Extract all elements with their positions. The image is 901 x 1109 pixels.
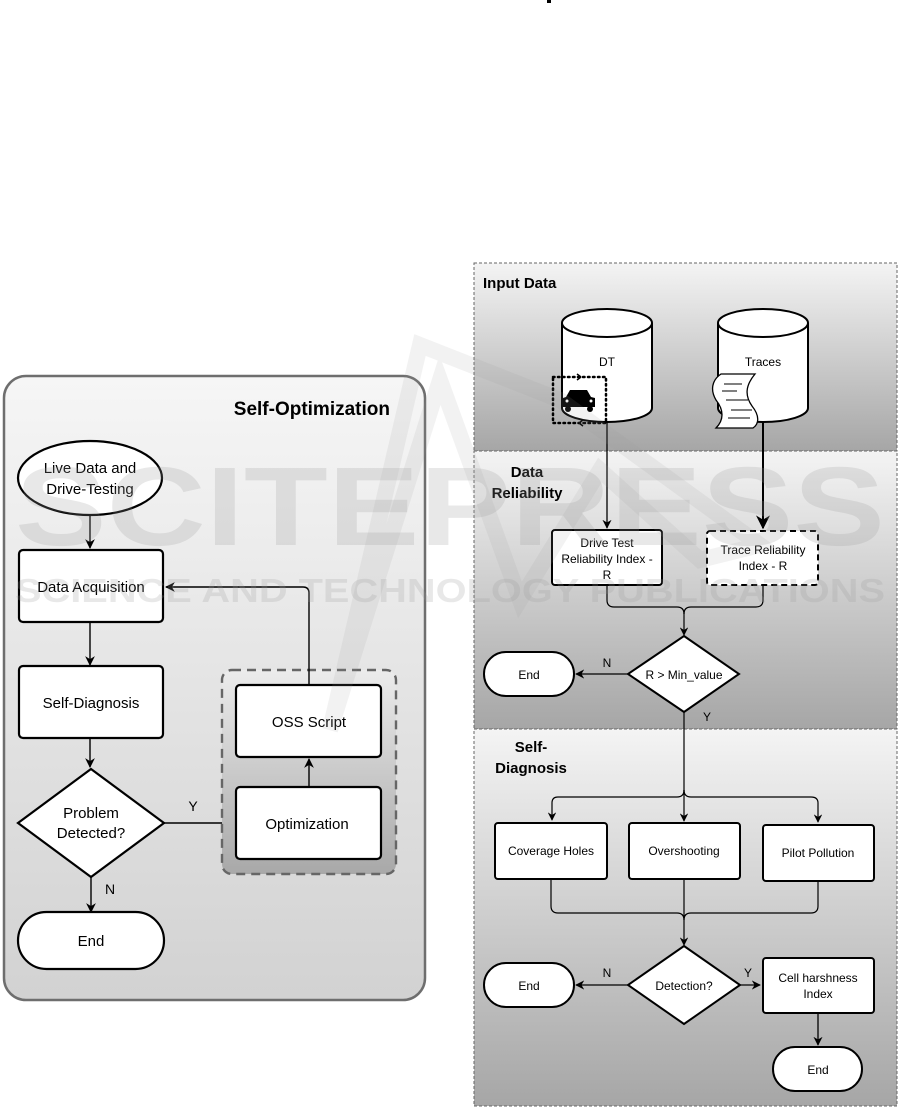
edge-label-no: N	[105, 881, 115, 897]
panel-title: Self-Optimization	[234, 399, 390, 420]
coverage-holes-node[interactable]: Coverage Holes	[494, 822, 608, 880]
pilot-pollution-label: Pilot Pollution	[782, 846, 855, 860]
dt-reliability-line-1: Drive Test	[580, 536, 634, 550]
end-1-label: End	[518, 668, 539, 682]
start-node[interactable]: Live Data and Drive-Testing	[16, 439, 164, 517]
min-value-label: R > Min_value	[645, 668, 722, 682]
coverage-holes-label: Coverage Holes	[508, 844, 594, 858]
edge-label-yes-1: Y	[703, 710, 711, 724]
end-node-2[interactable]: End	[483, 962, 575, 1008]
problem-detected-decision[interactable]: Problem Detected?	[16, 767, 166, 879]
top-fragment-mark	[547, 0, 551, 3]
edge-label-yes: Y	[188, 798, 198, 814]
pilot-pollution-node[interactable]: Pilot Pollution	[762, 824, 875, 882]
detection-label: Detection?	[655, 979, 713, 993]
lane-input-data-title: Input Data	[483, 275, 557, 292]
end-label: End	[78, 933, 105, 950]
edge-oss-to-acquisition	[165, 582, 310, 685]
drive-test-reliability-node[interactable]: Drive Test Reliability Index - R	[551, 529, 663, 586]
edge-dt-merge	[606, 585, 685, 615]
overshooting-node[interactable]: Overshooting	[628, 822, 741, 880]
dt-reliability-line-3: R	[603, 568, 612, 582]
self-diagnosis-node[interactable]: Self-Diagnosis	[17, 664, 165, 740]
start-line-1: Live Data and	[44, 460, 137, 477]
right-flowchart: Input Data Data Reliability Self- Diagno…	[473, 262, 898, 1107]
end-2-label: End	[518, 979, 539, 993]
self-diagnosis-label: Self-Diagnosis	[43, 695, 140, 712]
cell-harshness-node[interactable]: Cell harshness Index	[762, 957, 875, 1014]
detection-decision[interactable]: Detection?	[626, 944, 742, 1026]
optimization-label: Optimization	[265, 816, 348, 833]
edge-split-coverage	[547, 789, 685, 821]
end-node[interactable]: End	[16, 910, 166, 971]
lane-reliability-title-2: Reliability	[492, 485, 564, 502]
overshooting-label: Overshooting	[648, 844, 719, 858]
dt-reliability-line-2: Reliability Index -	[561, 552, 652, 566]
data-acquisition-node[interactable]: Data Acquisition	[17, 548, 165, 624]
end-3-label: End	[807, 1063, 828, 1077]
lane-diagnosis-title-1: Self-	[515, 739, 548, 756]
trace-document-icon	[711, 373, 759, 429]
decision-line-1: Problem	[63, 805, 119, 822]
oss-script-node[interactable]: OSS Script	[234, 683, 383, 759]
end-node-3[interactable]: End	[772, 1046, 863, 1092]
edge-split-pilot	[683, 789, 823, 823]
edge-label-no-1: N	[603, 656, 612, 670]
self-optimization-panel: Self-Optimization Live Data and Drive-Te…	[2, 374, 427, 1002]
edge-pilot-merge	[683, 881, 819, 921]
trace-reliability-line-1: Trace Reliability	[721, 543, 806, 557]
oss-script-label: OSS Script	[272, 714, 347, 731]
lane-reliability-title-1: Data	[511, 464, 544, 481]
optimization-node[interactable]: Optimization	[234, 785, 383, 861]
edge-label-yes-2: Y	[744, 966, 752, 980]
edge-label-no-2: N	[603, 966, 612, 980]
traces-label: Traces	[745, 355, 781, 369]
start-line-2: Drive-Testing	[46, 481, 134, 498]
edge-coverage-merge	[550, 879, 685, 921]
trace-reliability-node[interactable]: Trace Reliability Index - R	[706, 530, 819, 586]
drive-test-car-icon	[551, 373, 608, 427]
dt-label: DT	[599, 355, 616, 369]
lane-diagnosis-title-2: Diagnosis	[495, 760, 567, 777]
end-node-1[interactable]: End	[483, 651, 575, 697]
data-acquisition-label: Data Acquisition	[37, 579, 145, 596]
edge-trace-merge	[683, 585, 764, 615]
trace-reliability-line-2: Index - R	[739, 559, 788, 573]
cell-harshness-line-1: Cell harshness	[778, 971, 857, 985]
decision-line-2: Detected?	[57, 825, 125, 842]
cell-harshness-line-2: Index	[803, 987, 832, 1001]
lane-self-diagnosis	[473, 728, 898, 1107]
